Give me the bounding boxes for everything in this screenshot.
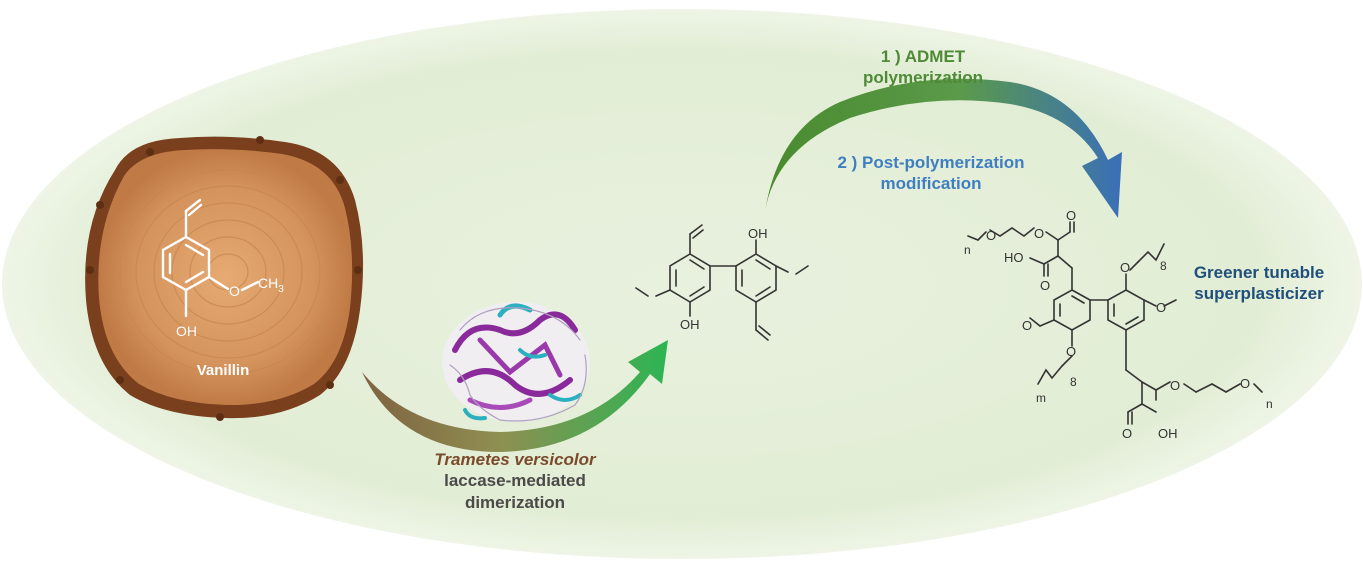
enzyme-label: Trametes versicolor laccase-mediated dim… [390, 449, 640, 513]
step2-label: 2 ) Post-polymerization modification [786, 152, 1076, 195]
product-line2: superplasticizer [1194, 284, 1324, 304]
vanillin-ch3-label: CH3 [258, 275, 284, 295]
divanillin-structure: OH OH [635, 224, 809, 341]
dimer-oh-bottom-label: OH [680, 317, 700, 332]
polymer-o1-label: O [986, 228, 996, 243]
polymer-n2-label: n [1266, 397, 1273, 411]
enzyme-species: Trametes versicolor [434, 450, 596, 469]
step1-label: 1 ) ADMET polymerization [808, 46, 1038, 89]
vanillin-o-label: O [229, 283, 240, 299]
polymer-o-methoxy-right-label: O [1156, 300, 1166, 315]
vanillin-oh-label: OH [176, 323, 197, 339]
product-label: Greener tunable superplasticizer [1164, 262, 1354, 305]
enzyme-line2: dimerization [464, 492, 566, 512]
polymer-n1-label: n [964, 243, 971, 257]
vanillin-structure: OH O CH3 [161, 198, 284, 339]
background-ellipse [2, 9, 1362, 559]
product-line1: Greener tunable [1193, 263, 1325, 282]
vanillin-label: Vanillin [196, 362, 250, 379]
polymer-o7-label: O [1170, 378, 1180, 393]
polymerization-arrow [764, 78, 1122, 219]
polymer-o5-label: O [1120, 260, 1130, 275]
polymer-oh-label: OH [1158, 426, 1178, 441]
enzyme-line1: laccase-mediated [444, 471, 586, 491]
polymer-o6-label: O [1022, 318, 1032, 333]
dimerization-arrow [362, 340, 668, 452]
polymer-8-bottom-label: 8 [1070, 375, 1077, 389]
polymer-o3-label: O [1066, 208, 1076, 223]
step2-line1: 2 ) Post-polymerization [837, 153, 1025, 172]
laccase-protein-icon [442, 302, 590, 422]
polymer-o2-label: O [1034, 226, 1044, 241]
polymer-o6b-label: O [1066, 344, 1076, 359]
polymer-o9-label: O [1122, 426, 1132, 441]
step1-line1: 1 ) ADMET [880, 47, 966, 66]
polymer-o4-label: O [1040, 278, 1050, 293]
step2-line2: modification [880, 174, 982, 194]
polymer-8-top-label: 8 [1160, 259, 1167, 273]
wood-slice-icon [85, 136, 364, 421]
polymer-ho-label: HO [1004, 250, 1024, 265]
polymer-m-label: m [1036, 391, 1046, 405]
polymer-o8-label: O [1240, 376, 1250, 391]
step1-line2: polymerization [863, 68, 983, 88]
dimer-oh-top-label: OH [748, 226, 768, 241]
polymer-structure: O O O HO n O 8 O O O O 8 m O O O OH n [964, 208, 1273, 441]
